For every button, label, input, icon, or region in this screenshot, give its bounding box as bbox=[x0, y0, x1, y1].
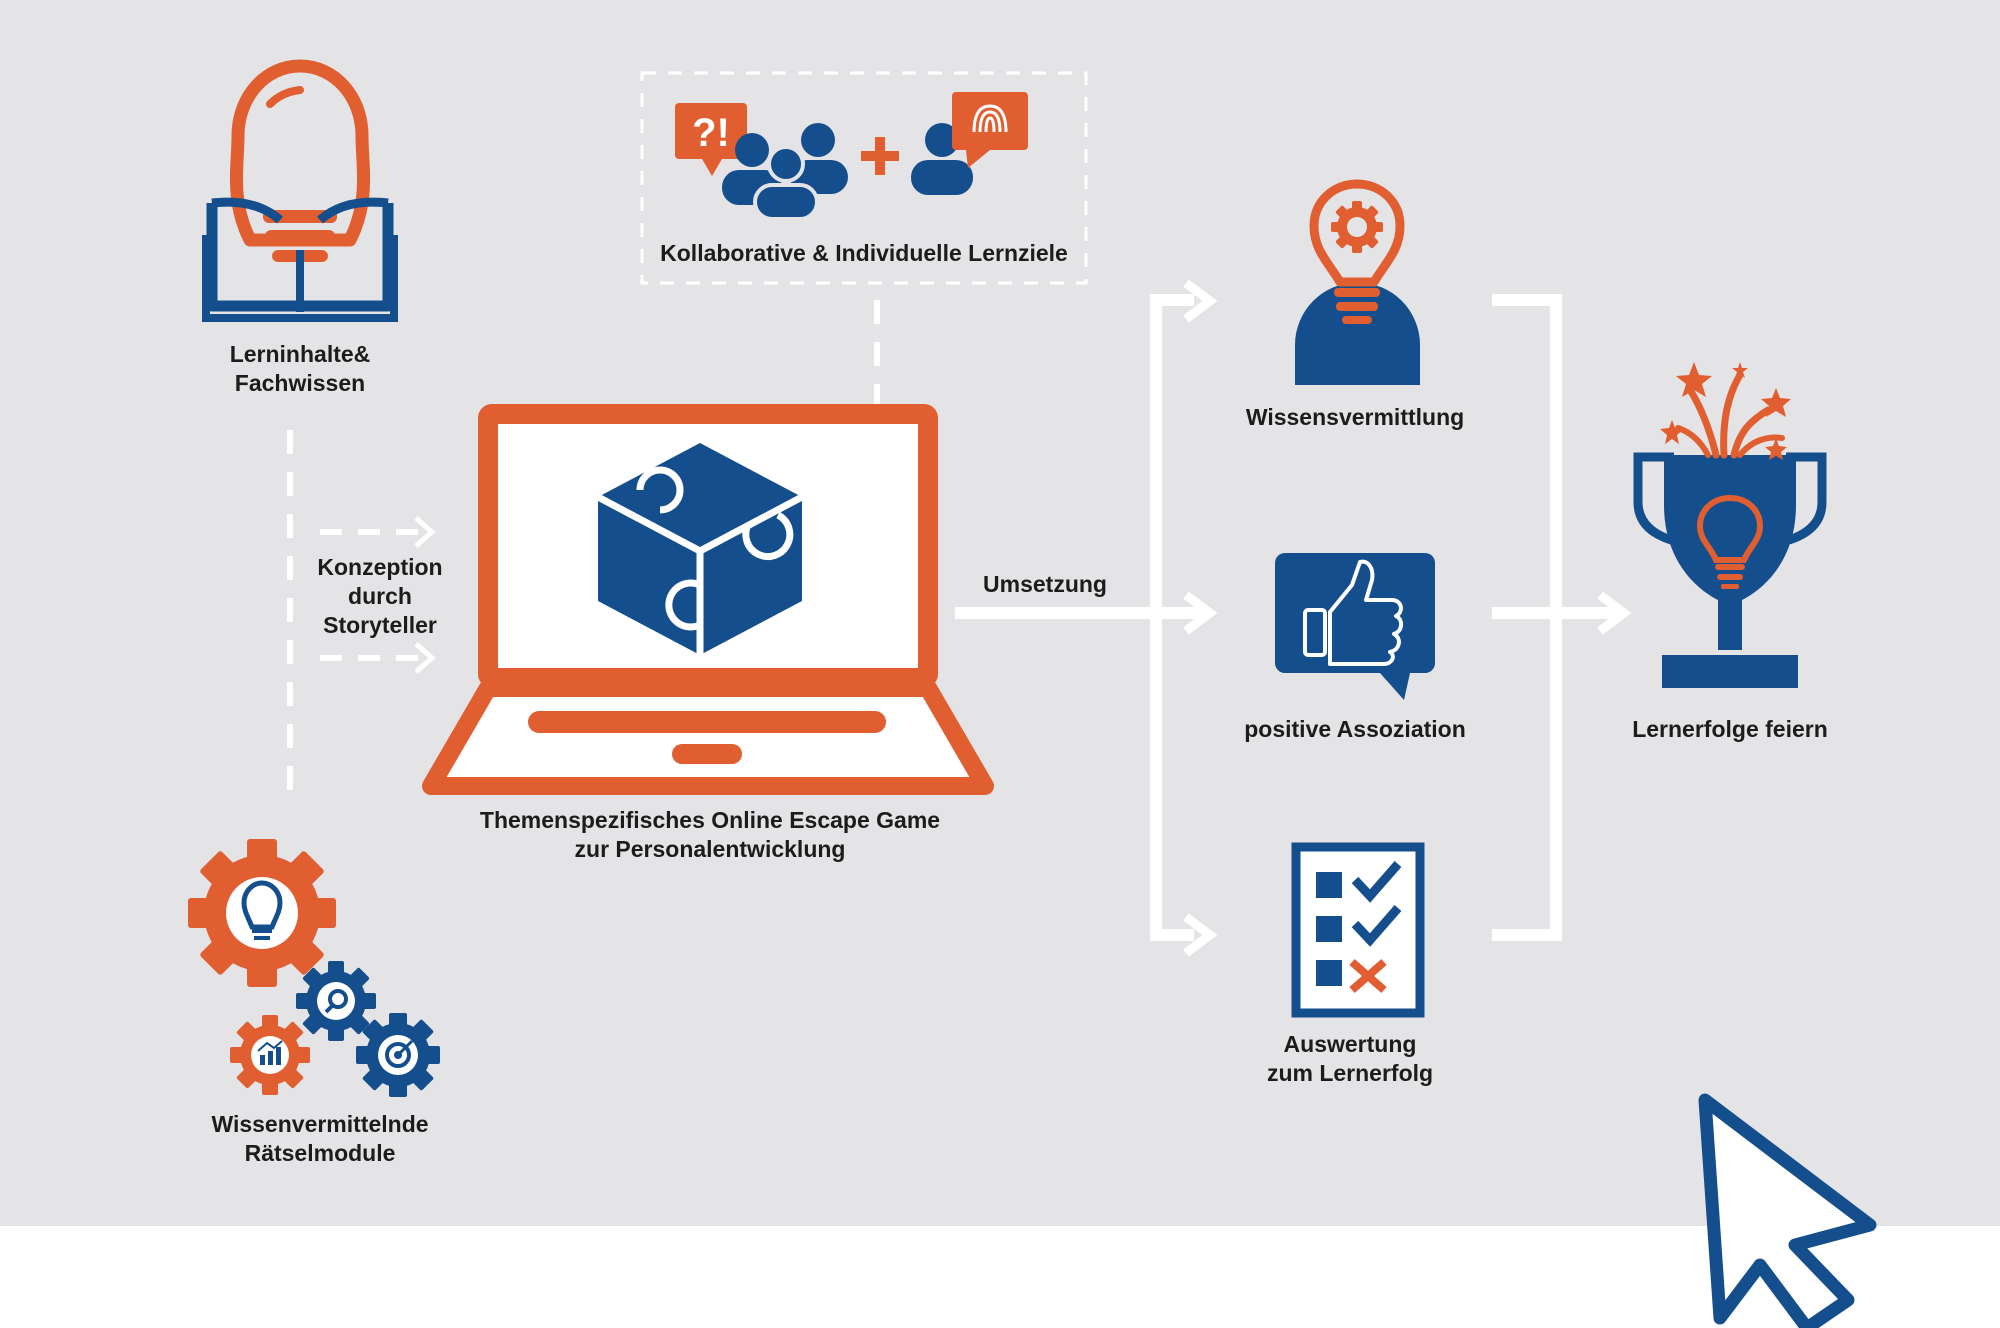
svg-text:?!: ?! bbox=[692, 111, 730, 155]
label-raetselmodule: Wissenvermittelnde Rätselmodule bbox=[180, 1110, 460, 1168]
label-raetselmodule-line-2: Rätselmodule bbox=[244, 1140, 396, 1166]
arrow-head-middle bbox=[1183, 591, 1218, 635]
checklist-icon bbox=[1291, 842, 1425, 1018]
goals-dashed-frame bbox=[640, 71, 1088, 285]
gears-icon bbox=[188, 839, 440, 1097]
label-lernziele: Kollaborative & Individuelle Lernziele bbox=[660, 240, 1068, 266]
label-auswertung-line-2: zum Lernerfolg bbox=[1266, 1060, 1434, 1086]
mouse-cursor-icon bbox=[1698, 1093, 1877, 1328]
lightbulb-book-icon bbox=[202, 59, 398, 322]
collaboration-people-icon: ?! bbox=[675, 92, 1028, 221]
label-umsetzung: Umsetzung bbox=[983, 571, 1107, 597]
label-raetselmodule-line-1: Wissenvermittelnde bbox=[211, 1111, 429, 1137]
arrow-head-top bbox=[1183, 279, 1218, 323]
label-lerninhalte: Lerninhalte& Fachwissen bbox=[180, 340, 420, 398]
connectors bbox=[287, 71, 1632, 957]
label-konzeption-line-1: Konzeption bbox=[317, 554, 443, 580]
person-lightbulb-gear-icon bbox=[1295, 179, 1420, 385]
laptop-puzzle-cube-icon bbox=[422, 404, 994, 795]
label-escape-game-line-2: zur Personalentwicklung bbox=[574, 836, 846, 862]
thumbs-up-bubble-icon bbox=[1275, 553, 1435, 700]
label-konzeption: Konzeption durch Storyteller bbox=[300, 553, 460, 640]
label-escape-game: Themenspezifisches Online Escape Game zu… bbox=[420, 806, 1000, 864]
label-konzeption-line-3: Storyteller bbox=[323, 612, 437, 638]
dashed-arrow-lower-head bbox=[414, 642, 436, 674]
arrow-head-bottom bbox=[1183, 913, 1218, 957]
label-escape-game-line-1: Themenspezifisches Online Escape Game bbox=[479, 807, 941, 833]
label-assoziation: positive Assoziation bbox=[1244, 716, 1466, 742]
label-wissensvermittlung: Wissensvermittlung bbox=[1245, 404, 1465, 430]
label-konzeption-line-2: durch bbox=[348, 583, 412, 609]
label-lernerfolge: Lernerfolge feiern bbox=[1632, 716, 1828, 742]
dashed-arrow-upper-head bbox=[414, 516, 436, 548]
merge-arrow-head bbox=[1597, 591, 1632, 635]
label-auswertung: Auswertung zum Lernerfolg bbox=[1210, 1030, 1490, 1088]
label-auswertung-line-1: Auswertung bbox=[1283, 1031, 1417, 1057]
label-lerninhalte-line-2: Fachwissen bbox=[234, 370, 366, 396]
branch-bracket bbox=[1150, 294, 1194, 941]
label-lerninhalte-line-1: Lerninhalte& bbox=[229, 341, 371, 367]
trophy-fireworks-icon bbox=[1633, 362, 1827, 688]
